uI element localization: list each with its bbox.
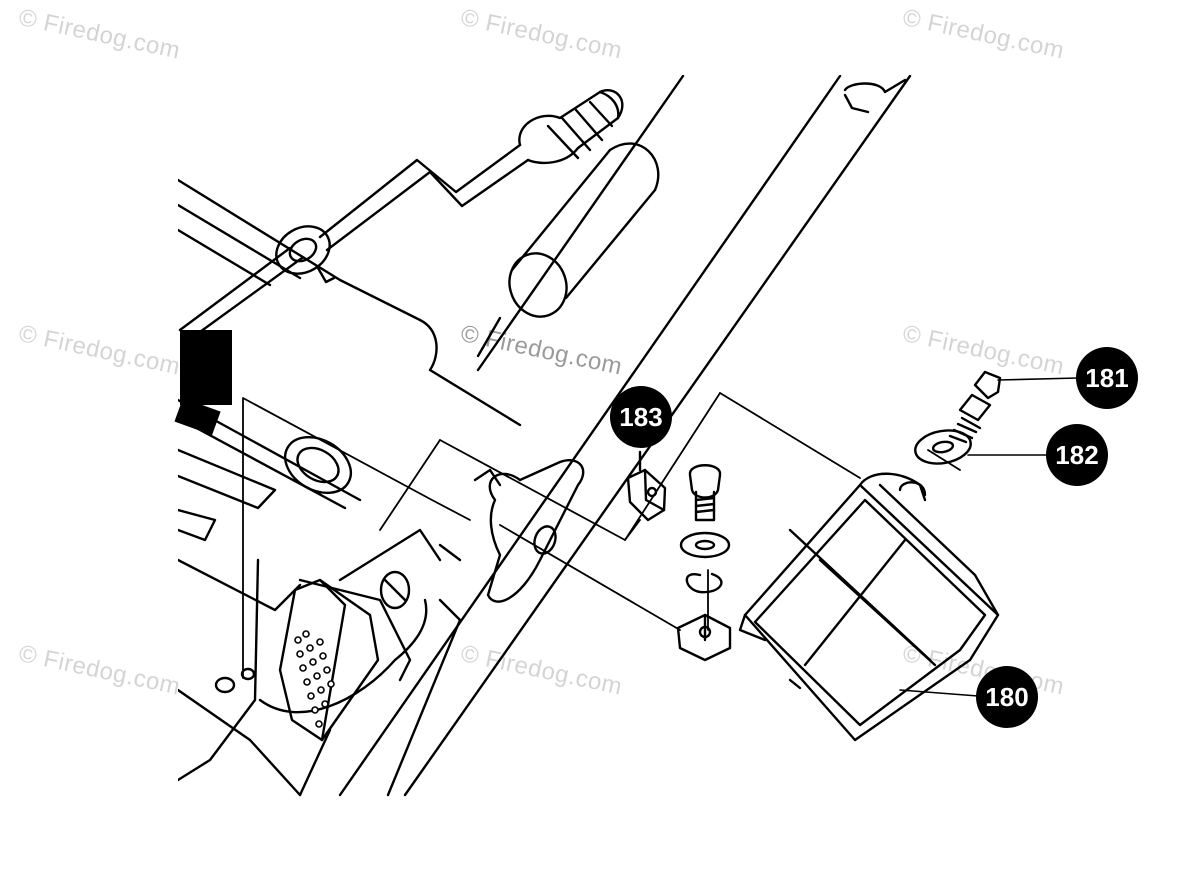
clip-nut-183 [626,450,667,522]
callout-180: 180 [976,666,1038,728]
assembly-leader-lines [242,392,961,679]
roller-tube [476,142,660,358]
dark-panel [180,330,232,405]
wire-basket-180 [738,472,1000,742]
washer-182 [914,429,972,465]
callout-182: 182 [1046,424,1108,486]
control-rod-assembly [178,89,624,347]
handle-knob [438,459,585,603]
bolt-stack [676,464,732,662]
callout-183: 183 [610,386,672,448]
callout-181: 181 [1076,347,1138,409]
machine-body [178,178,522,797]
screw-181 [948,370,1002,444]
filter-block [278,578,380,742]
callout-leaders [899,377,1079,697]
